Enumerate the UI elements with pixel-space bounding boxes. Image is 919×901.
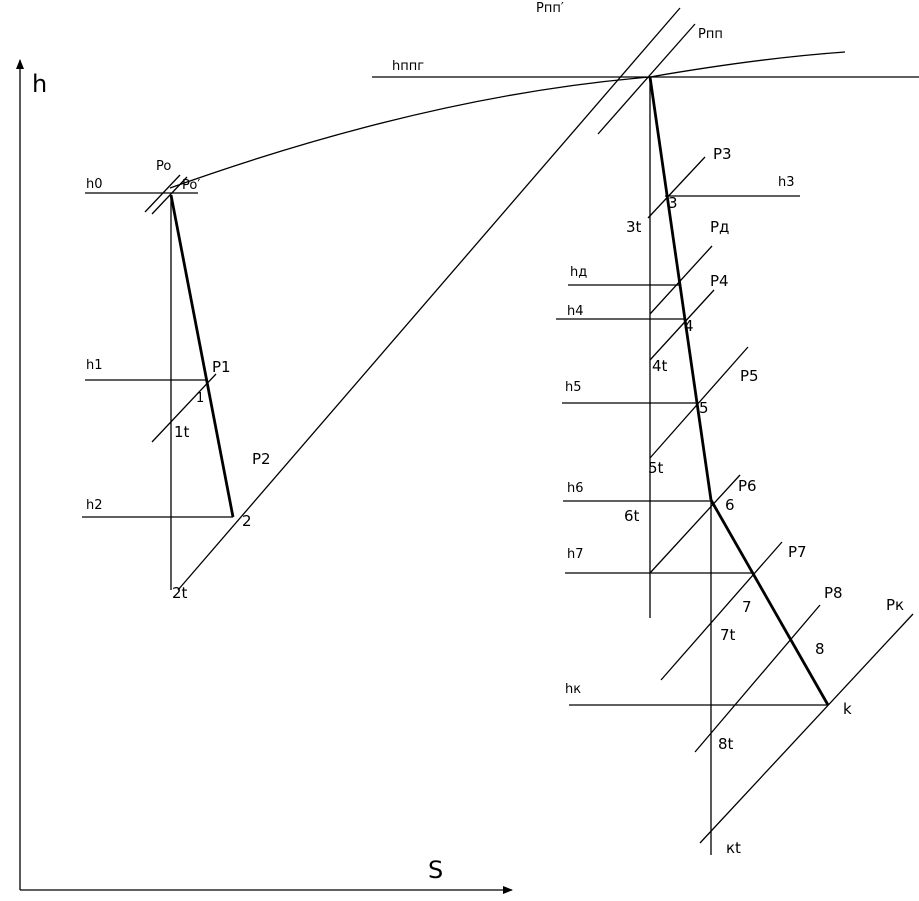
- label-1: 1: [196, 391, 204, 406]
- label-3: 3: [668, 194, 678, 212]
- label-hd: hд: [570, 265, 587, 280]
- label-k: k: [843, 700, 852, 718]
- label-h0: h0: [86, 177, 103, 192]
- label-8t: 8t: [718, 735, 734, 753]
- label-4: 4: [684, 317, 694, 335]
- upper-curve: [169, 51, 846, 189]
- label-hppg: hппг: [392, 59, 424, 74]
- label-p1: P1: [212, 358, 231, 376]
- label-h7: h7: [567, 547, 584, 562]
- isobar-po: [144, 174, 181, 213]
- label-rpp: Рпп: [698, 27, 723, 42]
- label-2: 2: [242, 512, 252, 530]
- label-h5: h5: [565, 380, 582, 395]
- isobar-pd: [649, 245, 713, 315]
- isobar-p5: [649, 346, 749, 459]
- isobar-pk: [699, 613, 914, 844]
- label-po: Po: [156, 159, 171, 174]
- label-p2: P2: [252, 450, 271, 468]
- label-p3: P3: [713, 145, 732, 163]
- label-po-prime: Po′: [182, 178, 200, 193]
- label-h2: h2: [86, 498, 103, 513]
- label-p6: P6: [738, 477, 757, 495]
- label-p4: P4: [710, 272, 729, 290]
- label-p8: P8: [824, 584, 843, 602]
- isobar-rpp-prime: [177, 7, 681, 591]
- isobar-rpp: [597, 23, 696, 135]
- isobar-p8: [694, 604, 821, 753]
- label-4t: 4t: [652, 357, 668, 375]
- label-kt: кt: [726, 839, 741, 857]
- isobar-p1: [151, 373, 217, 443]
- label-h4: h4: [567, 304, 584, 319]
- isobar-p6: [649, 474, 741, 574]
- label-pk: Pк: [886, 596, 904, 614]
- expansion-hp: [169, 194, 235, 518]
- isobar-p7: [660, 541, 783, 681]
- label-1t: 1t: [174, 423, 190, 441]
- label-7: 7: [742, 598, 752, 616]
- label-rpp-prime: Рпп′: [536, 1, 564, 16]
- label-6t: 6t: [624, 507, 640, 525]
- label-p5: P5: [740, 367, 759, 385]
- label-h3: h3: [778, 175, 795, 190]
- s-axis-label: S: [428, 856, 443, 884]
- expansion-lp: [709, 499, 830, 706]
- label-p7: P7: [788, 543, 807, 561]
- label-5t: 5t: [648, 459, 664, 477]
- isobar-p3: [647, 156, 706, 219]
- label-6: 6: [725, 496, 735, 514]
- h-axis-label: h: [32, 70, 47, 98]
- expansion-ip: [648, 76, 713, 501]
- label-7t: 7t: [720, 626, 736, 644]
- isobar-p4: [649, 289, 715, 361]
- label-h6: h6: [567, 481, 584, 496]
- label-2t: 2t: [172, 584, 188, 602]
- isobar-po-prime: [151, 176, 188, 215]
- label-pd: Pд: [710, 218, 729, 236]
- label-8: 8: [815, 640, 825, 658]
- label-3t: 3t: [626, 218, 642, 236]
- label-h1: h1: [86, 358, 103, 373]
- label-hk: hк: [565, 682, 581, 697]
- label-5: 5: [699, 399, 709, 417]
